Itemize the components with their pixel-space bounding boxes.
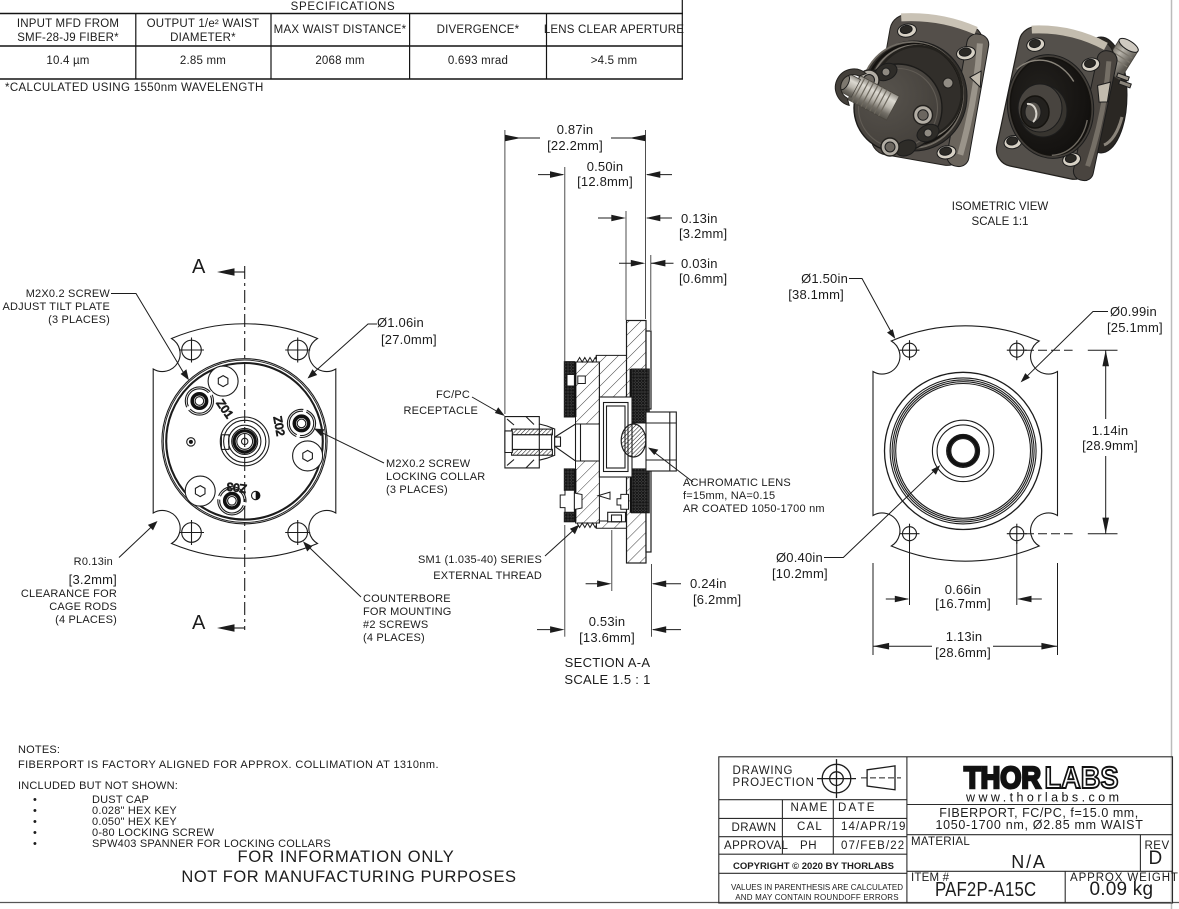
svg-text:Z03: Z03 bbox=[226, 480, 247, 494]
svg-text:Z01: Z01 bbox=[214, 398, 235, 421]
svg-text:THOR: THOR bbox=[964, 760, 1041, 795]
svg-text:Z02: Z02 bbox=[271, 415, 286, 437]
svg-text:LABS: LABS bbox=[1045, 760, 1119, 795]
